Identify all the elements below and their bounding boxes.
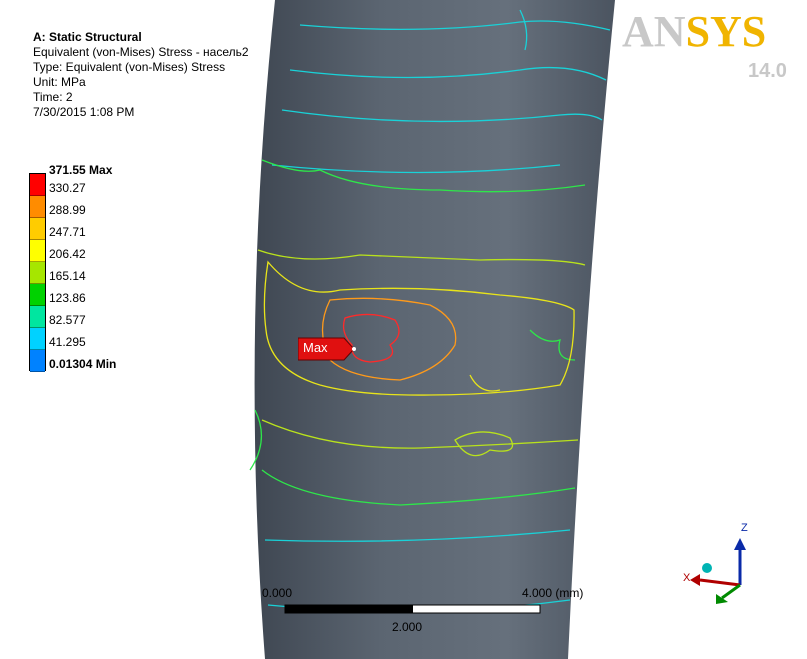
legend-color-bar <box>29 173 46 372</box>
legend-level: 247.71 <box>49 225 86 239</box>
legend-level: 123.86 <box>49 291 86 305</box>
legend-band <box>30 284 45 306</box>
result-time: Time: 2 <box>33 90 73 104</box>
pipe-surface <box>254 0 616 659</box>
version-label: 14.0 <box>748 60 787 82</box>
legend-band <box>30 174 45 196</box>
max-probe[interactable]: Max <box>297 336 356 367</box>
analysis-title: A: Static Structural <box>33 30 142 44</box>
contour-lines-yellowgreen <box>257 249 586 457</box>
legend-level: 165.14 <box>49 269 86 283</box>
legend-max-label: 371.55 Max <box>49 163 113 177</box>
probe-flag <box>297 337 356 361</box>
result-info: A: Static Structural Equivalent (von-Mis… <box>33 30 249 120</box>
logo-text-an: AN <box>622 7 686 56</box>
contour-lines-yellow <box>263 260 575 396</box>
legend-band <box>30 262 45 284</box>
probe-label: Max <box>303 340 328 355</box>
contour-lines-green <box>249 159 586 506</box>
scale-left-label: 0.000 <box>262 586 293 600</box>
legend-band <box>30 350 45 372</box>
scale-right-label: 4.000 (mm) <box>522 586 584 600</box>
legend-level: 288.99 <box>49 203 86 217</box>
result-unit: Unit: MPa <box>33 75 86 89</box>
axis-triad <box>690 538 746 604</box>
scale-bar <box>284 604 541 614</box>
legend-band <box>30 218 45 240</box>
z-axis-label: Z <box>741 522 748 534</box>
logo-brand: ANSYS <box>622 10 766 54</box>
result-date: 7/30/2015 1:08 PM <box>33 105 135 119</box>
legend-band <box>30 328 45 350</box>
scale-mid-label: 2.000 <box>392 620 423 634</box>
legend-level: 41.295 <box>49 335 86 349</box>
legend-level: 330.27 <box>49 181 86 195</box>
result-name: Equivalent (von-Mises) Stress - насель2 <box>33 45 249 59</box>
legend-band <box>30 196 45 218</box>
legend-band <box>30 240 45 262</box>
legend-level: 82.577 <box>49 313 86 327</box>
contour-lines-cyan <box>264 9 611 613</box>
legend-level: 206.42 <box>49 247 86 261</box>
logo-text-sys: SYS <box>685 7 767 56</box>
result-type: Type: Equivalent (von-Mises) Stress <box>33 60 226 74</box>
x-axis-label: X <box>683 572 691 584</box>
ansys-logo: ANSYS 14.0 <box>622 10 787 83</box>
legend-min-label: 0.01304 Min <box>49 357 117 371</box>
legend-band <box>30 306 45 328</box>
contour-lines-red <box>342 313 400 363</box>
